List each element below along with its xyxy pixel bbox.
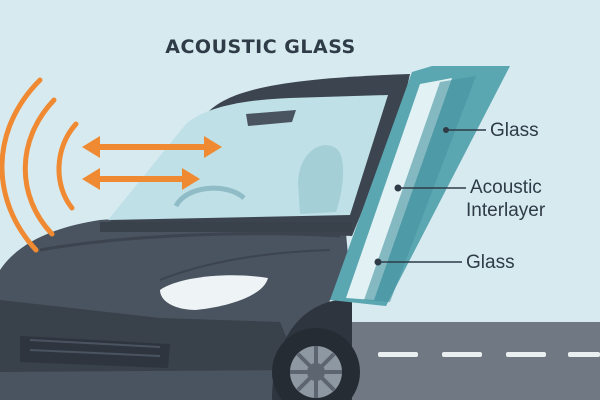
car: [0, 74, 410, 400]
leader-lines: [374, 127, 486, 266]
page-title: ACOUSTIC GLASS: [165, 36, 356, 58]
headlight: [160, 275, 268, 310]
label-interlayer: Interlayer: [466, 200, 546, 221]
double-arrow-icon: [82, 136, 222, 190]
label-glass-inner: Glass: [466, 252, 515, 273]
sound-wave-icon: [0, 77, 79, 253]
label-glass-outer: Glass: [490, 120, 539, 141]
label-acoustic: Acoustic: [470, 177, 542, 198]
acoustic-interlayer-band: [364, 76, 476, 302]
